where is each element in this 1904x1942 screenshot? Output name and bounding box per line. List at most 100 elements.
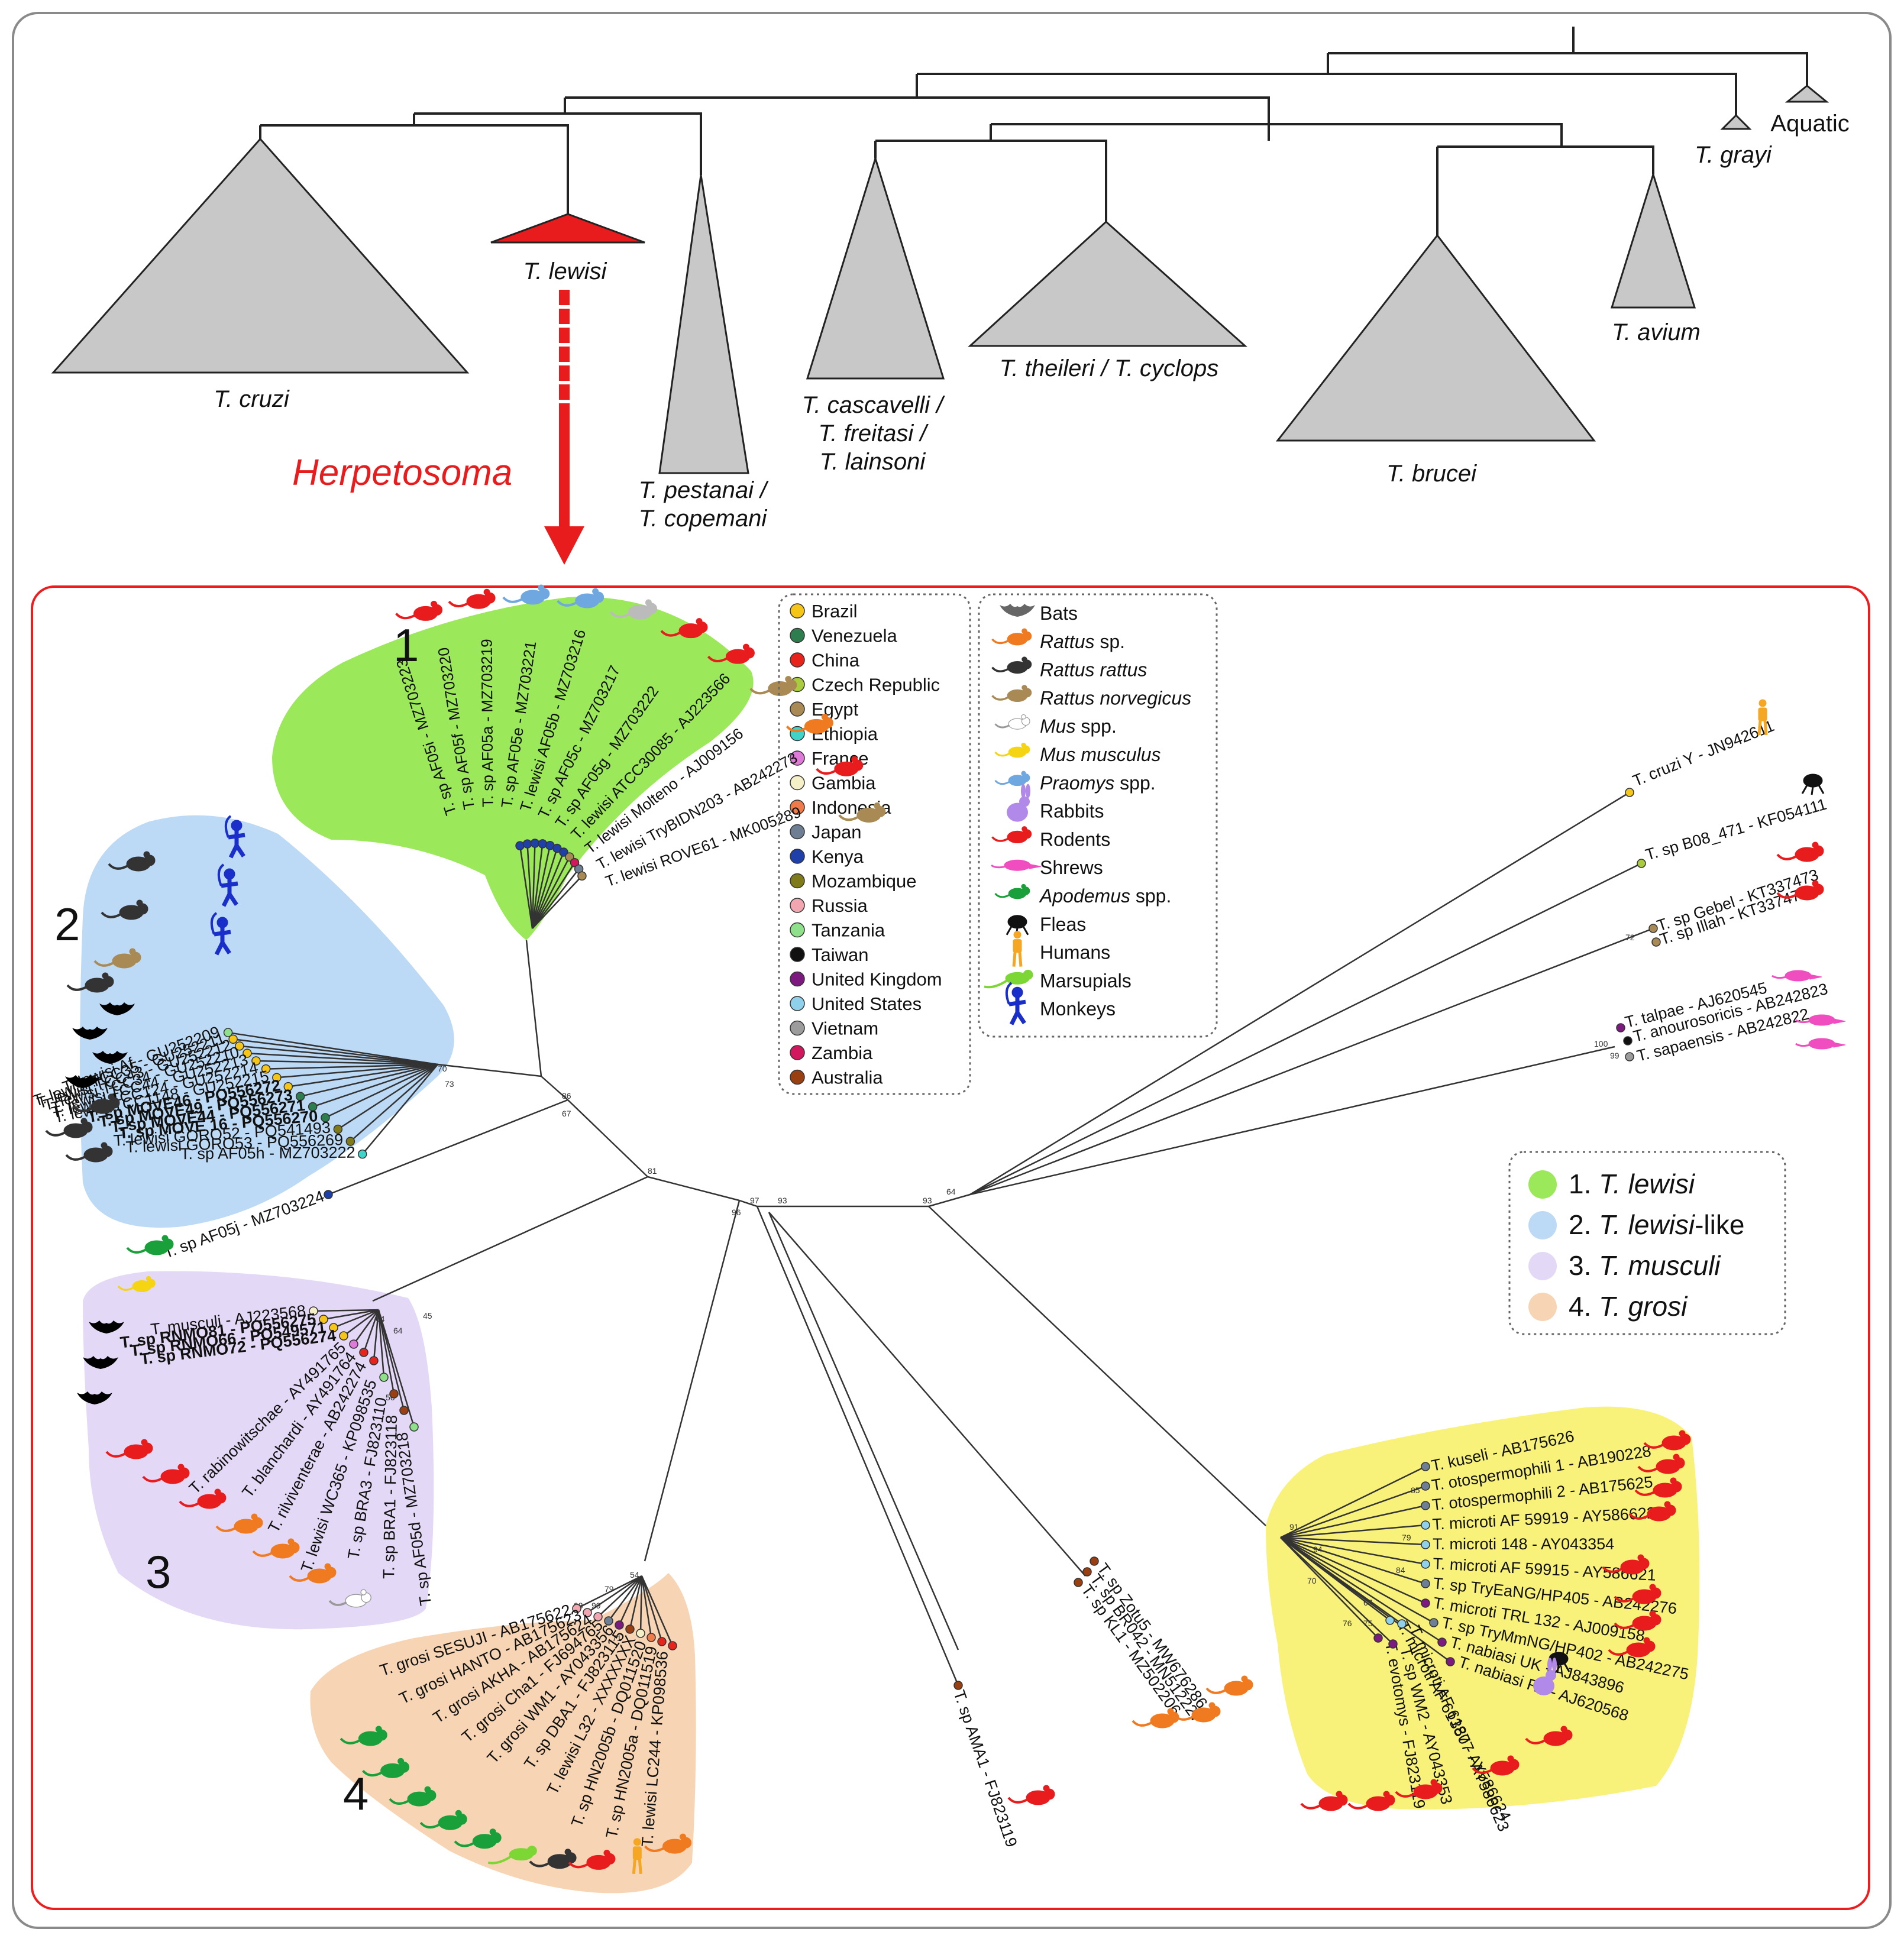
tree-branch [1280,1537,1379,1639]
tree-branch [1280,1536,1426,1585]
group-legend-label: 1. T. lewisi [1569,1169,1696,1199]
host-icon [994,883,1030,899]
host-icon [1634,1477,1682,1498]
avium-label: T. avium [1612,319,1701,345]
host-icon [1614,1584,1661,1604]
rabbit-icon [1533,1658,1557,1695]
country-dot [283,1082,293,1092]
host-icon [1602,1554,1650,1575]
country-legend-label: Australia [812,1067,883,1088]
bat-icon [99,1002,135,1015]
host-icon [1614,1610,1661,1631]
bootstrap-label: 70 [438,1064,447,1073]
group-number-2: 2 [54,898,80,950]
country-dot [1437,1637,1447,1647]
host-icon [991,685,1032,703]
tree-branch [377,1309,385,1378]
country-legend-label: Zambia [812,1043,873,1063]
tree-branch [1280,1485,1426,1539]
country-dot [1397,1619,1407,1629]
host-icon [108,851,156,872]
top-tree [259,27,1808,235]
country-dot [953,1681,963,1690]
bootstrap-label: 76 [1343,1619,1352,1628]
group3-hull [83,1271,434,1630]
bootstrap-label: 100 [1594,1039,1608,1048]
bootstrap-label: 96 [732,1208,741,1217]
bootstrap-label: 86 [562,1091,571,1101]
tree-branch [531,862,576,929]
tree-branch [531,845,551,929]
loose-taxon: T. cruzi Y - JN942611 [1630,717,1777,789]
host-legend-label: Rattus sp. [1040,631,1125,652]
herpetosoma-arrow [544,290,584,565]
country-dot [1090,1556,1099,1566]
country-dot [1623,1036,1633,1046]
group2-taxon: T. sp AF05h - MZ703222 [180,1144,355,1163]
host-icon [529,1849,577,1869]
country-dot [1421,1462,1430,1471]
tree-branch [266,1063,438,1070]
host-icon [991,656,1032,674]
country-dot [657,1637,667,1646]
host-legend-label: Shrews [1040,857,1103,878]
host-legend-label: Rattus norvegicus [1040,687,1191,708]
country-swatch [790,898,805,913]
tree-branch [607,1575,643,1621]
host-icon [215,1513,263,1534]
yellow-group-hull [1266,1406,1700,1810]
host-icon [340,1726,387,1746]
country-legend-label: United Kingdom [812,969,942,990]
country-swatch [790,603,805,619]
host-legend-label: Fleas [1040,914,1086,935]
group-swatch [1528,1293,1557,1321]
marsupial-icon [487,1846,537,1865]
tree-branch [300,1063,438,1098]
country-legend-label: Egypt [812,699,859,720]
host-icon [105,1439,153,1459]
bat-icon [89,1320,124,1333]
tree-branch [531,843,536,929]
bat-icon [92,1051,128,1064]
tree-branch [532,868,580,929]
country-dot [604,1616,613,1626]
tree-branch [288,1063,438,1087]
country-swatch [790,1045,805,1060]
cascavelli-clade [806,155,945,380]
pestanai-clade [658,174,749,474]
host-icon [419,1810,467,1830]
group3-taxon: T. sp BRA1 - FJ823118 [380,1415,400,1580]
country-dot [389,1389,399,1399]
tree-branch [377,1309,405,1411]
country-dot [515,841,525,850]
herpetosoma-box [31,585,1870,1910]
host-icon [395,600,443,621]
tree-branch [597,1575,642,1617]
host-legend-label: Marsupials [1040,970,1132,991]
country-dot [1074,1578,1083,1587]
country-dot [1446,1657,1455,1666]
country-dot [522,839,532,849]
aquatic-clade [1785,85,1829,103]
tree-branch [333,1309,379,1329]
country-dot [1373,1633,1383,1643]
host-icon [179,1488,227,1509]
loose-taxon: T. sp AMA1 - FJ823119 [950,1688,1020,1849]
country-dot [357,1149,367,1159]
host-icon [1525,1726,1573,1746]
tree-branch [1280,1536,1426,1546]
bootstrap-label: 64 [946,1187,956,1196]
tree-branch [343,1309,379,1337]
host-icon [1776,841,1824,862]
country-legend-box [778,593,971,1095]
country-legend-label: Russia [812,895,868,916]
country-dot [565,852,574,862]
tree-branch [1280,1537,1394,1645]
brucei-clade [1275,234,1596,442]
host-legend-label: Bats [1040,603,1078,624]
country-dot [243,1048,252,1058]
monkey-icon [224,815,245,859]
country-dot [251,1056,261,1066]
country-swatch [790,996,805,1011]
